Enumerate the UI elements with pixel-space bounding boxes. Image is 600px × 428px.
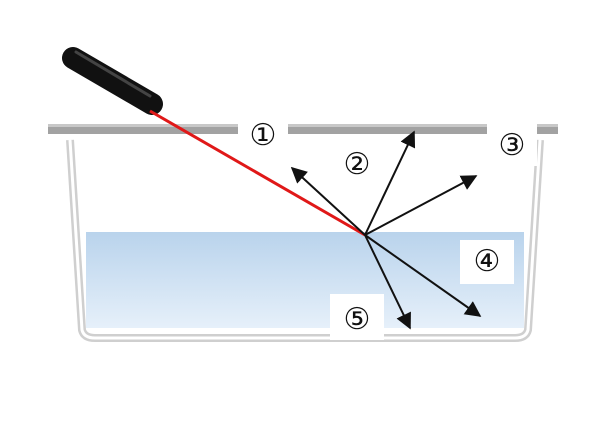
label-3: ③ — [487, 124, 537, 166]
ray-arrow-down — [364, 234, 411, 330]
label-3-text: ③ — [499, 128, 526, 163]
label-2: ② — [333, 145, 381, 185]
lid-highlight — [48, 124, 558, 127]
ray-arrow-up — [364, 130, 416, 236]
label-5-text: ⑤ — [344, 302, 371, 337]
water — [86, 232, 524, 328]
ray-arrow-reflect-left — [290, 166, 366, 236]
container — [48, 124, 558, 342]
label-1: ① — [238, 116, 288, 156]
ray-arrows — [290, 130, 482, 330]
label-4-text: ④ — [474, 244, 501, 279]
label-1-text: ① — [250, 118, 277, 153]
lid — [48, 124, 558, 134]
ray-arrow-down-right — [364, 234, 482, 317]
ray-arrow-up-right — [364, 175, 478, 236]
laser-beam — [149, 109, 366, 237]
label-4: ④ — [460, 240, 514, 284]
label-2-text: ② — [344, 147, 371, 182]
laser-pointer — [62, 47, 163, 115]
container-wall-inner — [68, 139, 542, 340]
label-5: ⑤ — [330, 294, 384, 340]
